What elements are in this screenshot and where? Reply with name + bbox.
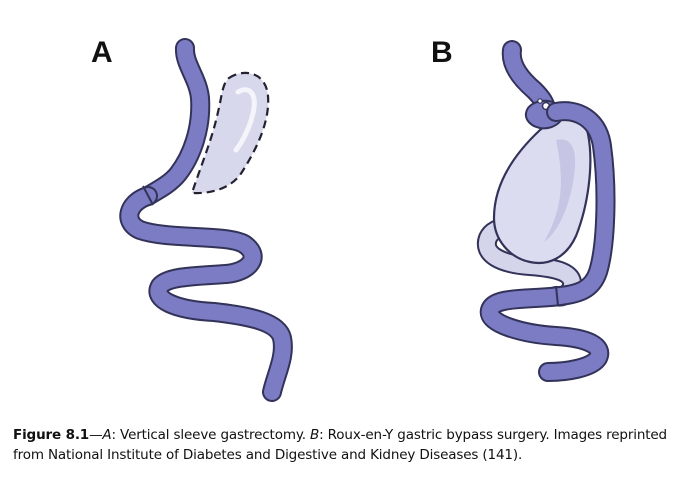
staple-mark <box>538 99 542 103</box>
panel-a-label: A <box>91 38 113 68</box>
small-intestine-a <box>129 196 283 392</box>
panel-b-label: B <box>431 38 453 68</box>
figure-number: Figure 8.1 <box>13 427 89 443</box>
caption-a-letter: A <box>102 427 111 443</box>
caption-a-text: : Vertical sleeve gastrectomy. <box>112 427 311 443</box>
panel-a-sleeve-gastrectomy <box>129 48 283 392</box>
sleeve-stomach-tube <box>148 48 200 196</box>
caption-b-letter: B <box>310 427 319 443</box>
remnant-stomach <box>494 119 590 263</box>
figure-caption: Figure 8.1—A: Vertical sleeve gastrectom… <box>13 425 693 465</box>
panel-b-gastric-bypass <box>487 50 606 372</box>
caption-dash: — <box>89 427 102 443</box>
